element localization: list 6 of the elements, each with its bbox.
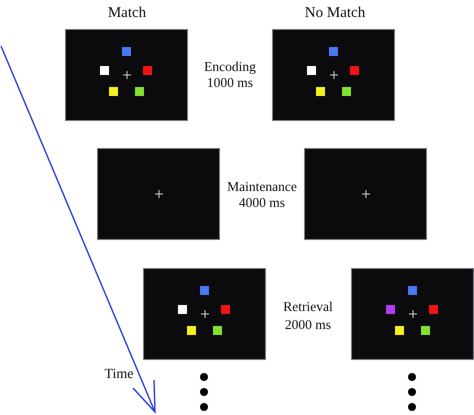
- column-heading: No Match: [304, 5, 366, 21]
- axis-label: Time: [103, 367, 135, 383]
- stage-label: Retrieval 2000 ms: [282, 298, 334, 334]
- stage-label: Maintenance 4000 ms: [226, 179, 298, 211]
- stage-label: Encoding 1000 ms: [203, 59, 257, 91]
- column-heading: Match: [106, 5, 148, 21]
